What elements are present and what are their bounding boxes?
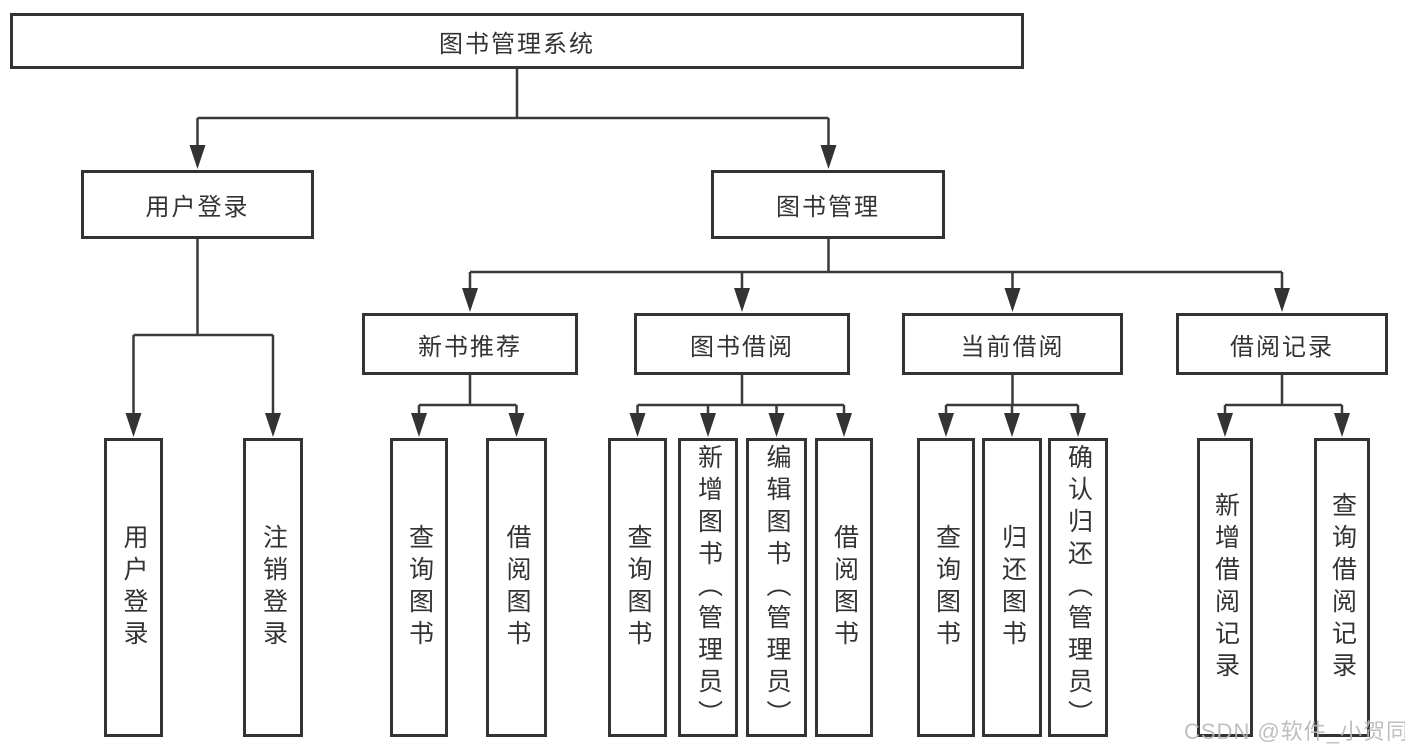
node-current-borrow-label: 当前借阅 bbox=[960, 333, 1065, 361]
node-new-book-recommend-label: 新书推荐 bbox=[418, 333, 522, 361]
edge-current-children bbox=[944, 375, 1080, 418]
leaf-query-books-borrow: 查询图书 bbox=[608, 438, 667, 737]
leaf-add-borrow-record-label: 新增借阅记录 bbox=[1211, 491, 1240, 684]
node-new-book-recommend: 新书推荐 bbox=[362, 313, 578, 375]
leaf-logout-label: 注销登录 bbox=[259, 523, 288, 652]
leaf-query-books-current: 查询图书 bbox=[917, 438, 975, 737]
arrowheads bbox=[125, 145, 1350, 437]
node-root-system: 图书管理系统 bbox=[10, 13, 1024, 69]
leaf-add-books-admin-label: 新增图书（管理员） bbox=[694, 443, 723, 732]
edge-user-login-children bbox=[132, 239, 275, 418]
node-current-borrow: 当前借阅 bbox=[902, 313, 1123, 375]
edge-recommend-children bbox=[417, 375, 518, 418]
leaf-return-books-label: 归还图书 bbox=[998, 523, 1027, 652]
leaf-add-borrow-record: 新增借阅记录 bbox=[1197, 438, 1253, 737]
leaf-logout: 注销登录 bbox=[243, 438, 303, 737]
leaf-query-books-current-label: 查询图书 bbox=[932, 523, 961, 652]
leaf-borrow-books-recommend: 借阅图书 bbox=[486, 438, 547, 737]
node-user-login-label: 用户登录 bbox=[145, 194, 250, 221]
node-user-login: 用户登录 bbox=[81, 170, 314, 239]
leaf-query-books-recommend: 查询图书 bbox=[390, 438, 448, 737]
node-borrow-records-label: 借阅记录 bbox=[1230, 333, 1334, 361]
node-borrow-records: 借阅记录 bbox=[1176, 313, 1388, 375]
leaf-query-borrow-record: 查询借阅记录 bbox=[1314, 438, 1370, 737]
node-book-management-label: 图书管理 bbox=[776, 194, 880, 221]
leaf-user-login-label: 用户登录 bbox=[120, 523, 148, 652]
edge-book-management-children bbox=[468, 239, 1284, 293]
leaf-return-books: 归还图书 bbox=[982, 438, 1042, 737]
leaf-borrow-books-borrow-label: 借阅图书 bbox=[830, 523, 859, 652]
leaf-edit-books-admin: 编辑图书（管理员） bbox=[746, 438, 807, 737]
leaf-add-books-admin: 新增图书（管理员） bbox=[678, 438, 738, 737]
leaf-confirm-return-admin: 确认归还（管理员） bbox=[1048, 438, 1108, 737]
leaf-user-login: 用户登录 bbox=[104, 438, 163, 737]
leaf-query-borrow-record-label: 查询借阅记录 bbox=[1328, 491, 1357, 684]
watermark: CSDN @软件_小贺同学 bbox=[1184, 719, 1405, 744]
node-book-borrow: 图书借阅 bbox=[634, 313, 850, 375]
leaf-borrow-books-recommend-label: 借阅图书 bbox=[503, 523, 531, 652]
leaf-borrow-books-borrow: 借阅图书 bbox=[815, 438, 873, 737]
edge-records-children bbox=[1223, 375, 1344, 418]
leaf-query-books-recommend-label: 查询图书 bbox=[405, 523, 434, 652]
node-book-borrow-label: 图书借阅 bbox=[690, 333, 794, 361]
node-root-system-label: 图书管理系统 bbox=[439, 30, 595, 58]
node-book-management: 图书管理 bbox=[711, 170, 945, 239]
leaf-edit-books-admin-label: 编辑图书（管理员） bbox=[763, 443, 791, 732]
edge-root-to-level2 bbox=[196, 69, 830, 150]
edge-borrow-children bbox=[636, 375, 846, 418]
leaf-confirm-return-admin-label: 确认归还（管理员） bbox=[1064, 443, 1093, 732]
leaf-query-books-borrow-label: 查询图书 bbox=[624, 523, 652, 652]
